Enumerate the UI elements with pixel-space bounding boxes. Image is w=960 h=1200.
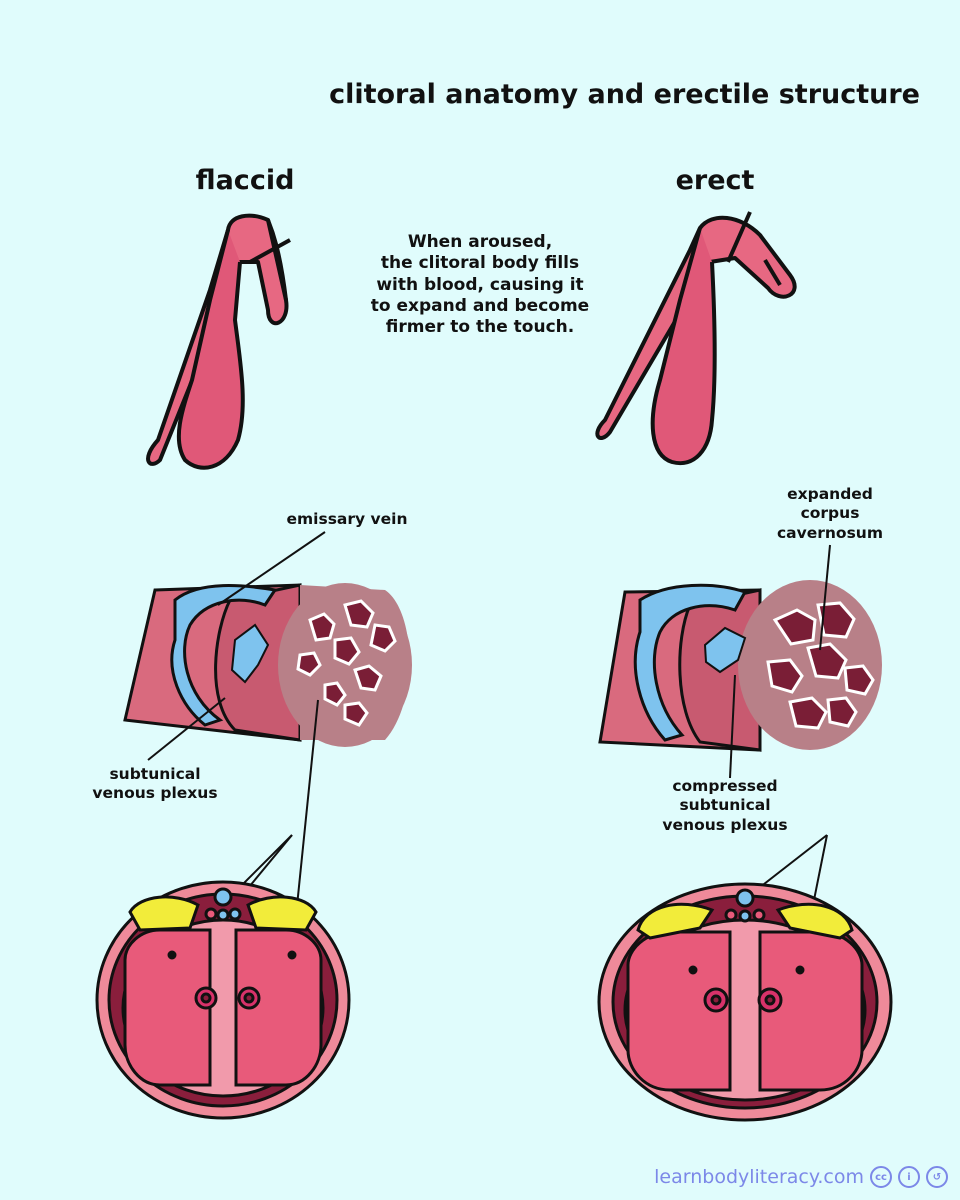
expanded-corpus-cavernosum-label: expanded corpus cavernosum — [755, 485, 905, 543]
label-line: expanded — [787, 485, 873, 503]
compressed-venous-plexus-label: compressed subtunical venous plexus — [640, 777, 810, 835]
description-line: the clitoral body fills — [380, 253, 580, 274]
subtunical-venous-plexus-label: subtunical venous plexus — [60, 765, 250, 804]
flaccid-heading: flaccid — [195, 165, 295, 196]
sa-icon: ↺ — [926, 1166, 948, 1188]
label-line: venous plexus — [92, 784, 218, 803]
label-line: subtunical — [679, 796, 771, 815]
cc-icon: cc — [870, 1166, 892, 1188]
label-line: cavernosum — [776, 523, 883, 542]
emissary-vein-label: emissary vein — [286, 510, 408, 528]
by-icon: i — [898, 1166, 920, 1188]
erect-cross-section — [597, 882, 893, 1122]
site-link[interactable]: learnbodyliteracy.com — [654, 1166, 864, 1188]
flaccid-clitoris-illustration — [146, 213, 291, 470]
label-line: venous plexus — [662, 815, 788, 834]
label-line: compressed — [672, 777, 778, 795]
description-text: When aroused, the clitoral body fills wi… — [330, 232, 630, 338]
label-line: corpus — [800, 504, 860, 523]
footer: learnbodyliteracy.com cc i ↺ — [654, 1166, 948, 1188]
erect-section-illustration — [598, 580, 882, 752]
description-line: with blood, causing it — [376, 274, 584, 295]
erect-heading: erect — [675, 165, 755, 196]
description-line: firmer to the touch. — [385, 317, 575, 337]
page-title: clitoral anatomy and erectile structure — [329, 79, 920, 110]
label-line: subtunical — [109, 765, 201, 783]
erect-clitoris-illustration — [595, 211, 797, 466]
description-line: to expand and become — [370, 295, 590, 316]
flaccid-section-illustration — [123, 583, 412, 747]
description-line: When aroused, — [407, 232, 553, 252]
flaccid-cross-section — [95, 880, 351, 1120]
